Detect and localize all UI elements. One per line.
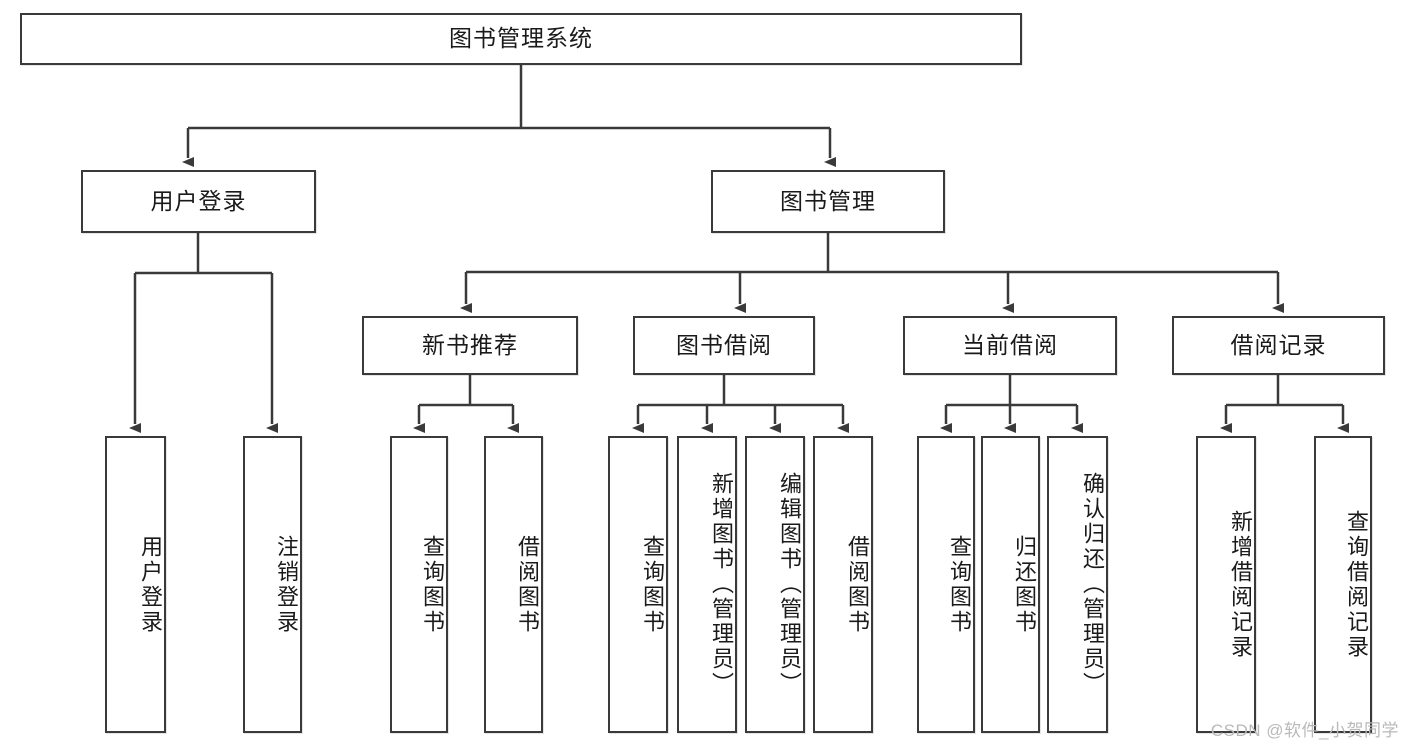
csdn-watermark: CSDN @软件_小贺同学 (1210, 721, 1399, 740)
node-current-borrow[interactable]: 当前借阅 (903, 316, 1117, 375)
leaf-query-book-borrow[interactable]: 查询图书 (608, 436, 668, 733)
leaf-return-book[interactable]: 归还图书 (981, 436, 1040, 733)
leaf-query-borrow-record[interactable]: 查询借阅记录 (1314, 436, 1372, 733)
leaf-add-book-admin[interactable]: 新增图书（管理员） (677, 436, 737, 733)
leaf-query-book-current[interactable]: 查询图书 (917, 436, 975, 733)
leaf-add-borrow-record[interactable]: 新增借阅记录 (1196, 436, 1256, 733)
node-book-management[interactable]: 图书管理 (711, 170, 945, 233)
leaf-borrow-book[interactable]: 借阅图书 (813, 436, 873, 733)
node-root-book-management-system[interactable]: 图书管理系统 (20, 13, 1022, 65)
node-user-login[interactable]: 用户登录 (81, 170, 316, 233)
leaf-query-book-recommend[interactable]: 查询图书 (390, 436, 448, 733)
leaf-user-login[interactable]: 用户登录 (105, 436, 166, 733)
node-new-book-recommend[interactable]: 新书推荐 (362, 316, 578, 375)
node-book-borrow[interactable]: 图书借阅 (633, 316, 815, 375)
leaf-confirm-return-admin[interactable]: 确认归还（管理员） (1047, 436, 1108, 733)
leaf-edit-book-admin[interactable]: 编辑图书（管理员） (745, 436, 805, 733)
leaf-logout-login[interactable]: 注销登录 (243, 436, 302, 733)
leaf-borrow-book-recommend[interactable]: 借阅图书 (484, 436, 543, 733)
node-borrow-record[interactable]: 借阅记录 (1172, 316, 1385, 375)
